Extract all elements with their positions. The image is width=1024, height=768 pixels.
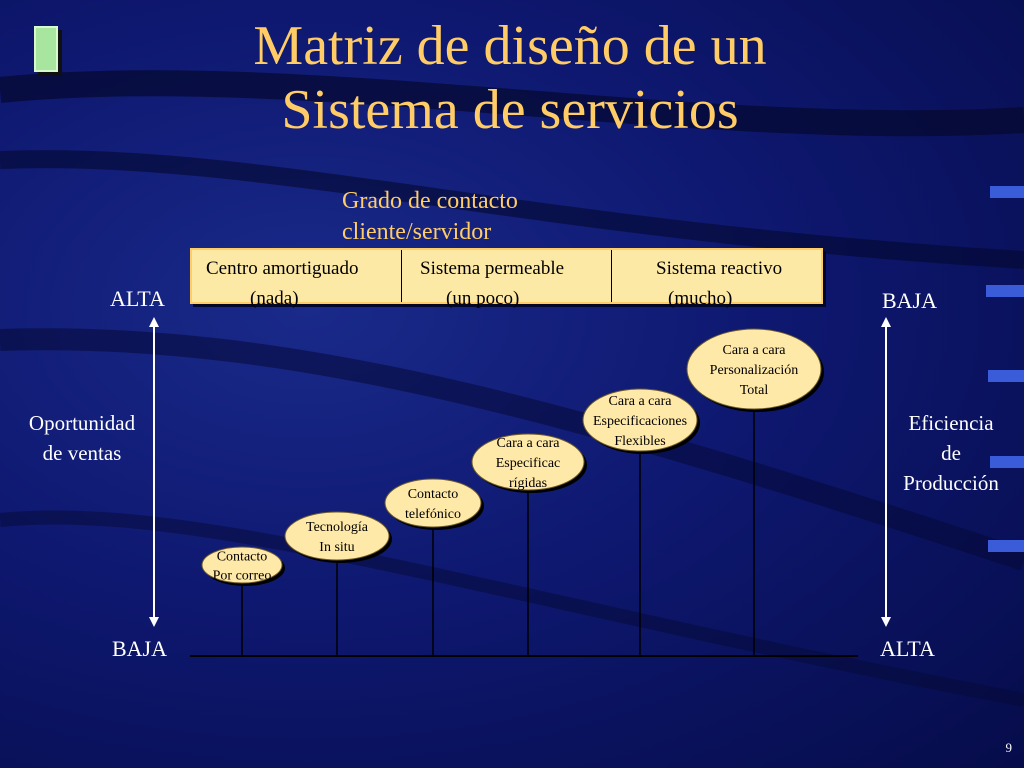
option-label-line: In situ <box>319 540 354 555</box>
left-axis-bottom-label: BAJA <box>112 636 168 661</box>
option-label-line: Cara a cara <box>497 436 561 451</box>
title-line-1: Matriz de diseño de un <box>253 15 767 77</box>
option-label-line: Especificaciones <box>593 414 687 429</box>
decor-bar-2 <box>986 285 1024 297</box>
sales-opportunity-label: Oportunidad de ventas <box>10 408 154 468</box>
contact-level-degree: (nada) <box>250 288 299 309</box>
page-number: 9 <box>1005 740 1013 755</box>
service-option-2: Tecnología In situ <box>284 511 392 656</box>
production-efficiency-line-3: Producción <box>903 471 999 495</box>
decor-bar-3 <box>988 370 1024 382</box>
option-label-line: Contacto <box>217 550 268 565</box>
decor-bar-5 <box>988 540 1024 552</box>
option-label-line: rígidas <box>509 476 547 491</box>
option-ellipse <box>686 328 822 410</box>
option-label-line: Cara a cara <box>723 343 787 358</box>
option-label-line: Personalización <box>710 363 799 378</box>
contact-level-name: Sistema permeable <box>420 258 565 279</box>
option-label-line: Por correo <box>213 569 272 584</box>
left-axis-top-label: ALTA <box>110 286 165 311</box>
contact-axis-title-line-1: Grado de contacto <box>342 188 518 214</box>
option-label-line: telefónico <box>405 507 461 522</box>
contact-axis-title-line-2: cliente/servidor <box>342 219 492 245</box>
production-efficiency-label: Eficiencia de Producción <box>884 408 1018 498</box>
production-efficiency-line-2: de <box>941 441 961 465</box>
service-option-3: Contacto telefónico <box>384 478 484 656</box>
option-ellipse <box>582 388 698 452</box>
decor-bar-1 <box>990 186 1024 198</box>
contact-level-degree: (un poco) <box>446 288 520 309</box>
option-ellipse <box>471 433 585 491</box>
right-axis-top-label: BAJA <box>882 288 938 313</box>
contact-axis-title: Grado de contacto cliente/servidor <box>342 186 518 248</box>
option-label-line: Especificac <box>496 456 561 471</box>
option-ellipse <box>284 511 390 561</box>
contact-level-reactive: Sistema reactivo (mucho) <box>612 250 821 309</box>
contact-level-permeable: Sistema permeable (un poco) <box>402 250 612 309</box>
contact-level-name: Sistema reactivo <box>656 258 783 279</box>
slide-title: Matriz de diseño de un Sistema de servic… <box>150 14 870 142</box>
sales-opportunity-line-1: Oportunidad <box>28 411 136 435</box>
contact-level-degree: (mucho) <box>668 288 733 309</box>
contact-level-name: Centro amortiguado <box>206 258 359 279</box>
option-ellipse <box>384 478 482 528</box>
contact-level-table: Centro amortiguado (nada) Sistema permea… <box>190 248 823 309</box>
title-line-2: Sistema de servicios <box>281 79 739 141</box>
option-label-line: Total <box>740 383 769 398</box>
sales-opportunity-line-2: de ventas <box>42 441 122 465</box>
option-label-line: Cara a cara <box>609 394 673 409</box>
option-label-line: Flexibles <box>614 434 665 449</box>
title-bullet-icon <box>34 26 58 72</box>
right-axis-bottom-label: ALTA <box>880 636 935 661</box>
contact-level-buffered: Centro amortiguado (nada) <box>192 250 402 309</box>
option-label-line: Tecnología <box>306 520 369 535</box>
production-efficiency-line-1: Eficiencia <box>908 411 994 435</box>
option-label-line: Contacto <box>408 487 459 502</box>
option-ellipse <box>201 546 283 584</box>
decor-bar-4 <box>990 456 1024 468</box>
